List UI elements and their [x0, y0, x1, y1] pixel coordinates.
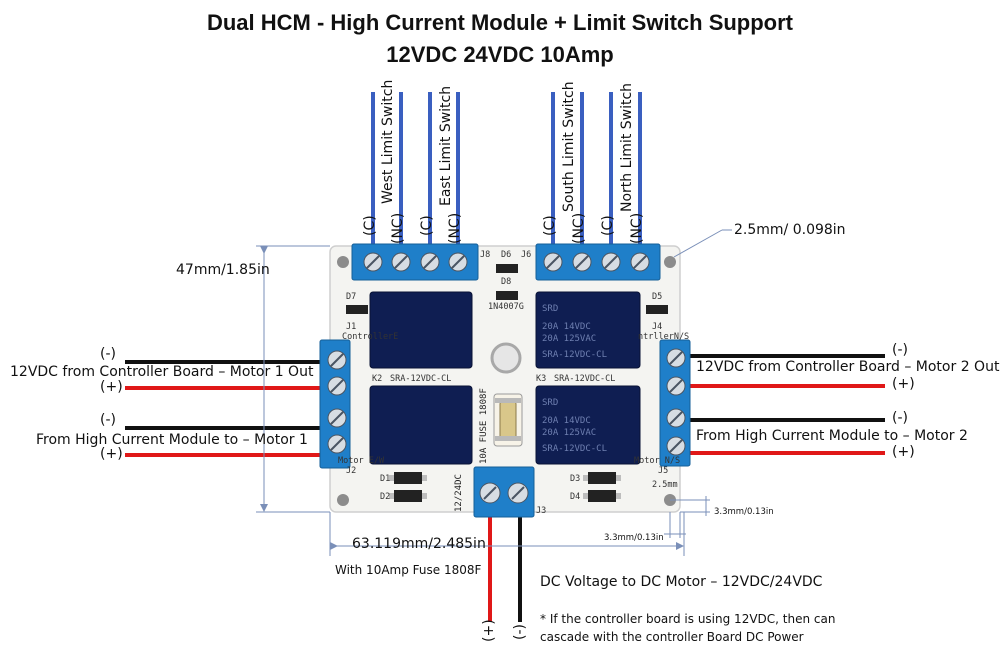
- right-1-pos-label: (+): [892, 376, 915, 392]
- terminal-block-left: [319, 339, 351, 469]
- silk-d6: D6: [501, 250, 512, 260]
- relay-br-brand: SRD: [542, 398, 559, 408]
- silk-j6: J6: [521, 250, 532, 260]
- diode-d5: [646, 305, 668, 314]
- dim-edge-bottom-label: 3.3mm/0.13in: [604, 533, 664, 543]
- silk-d4: D4: [570, 492, 581, 502]
- note-line-2: cascade with the controller Board DC Pow…: [540, 630, 804, 644]
- silk-d3: D3: [570, 474, 581, 484]
- silk-k3-model: SRA-12VDC-CL: [554, 374, 616, 384]
- diode-d1: [394, 472, 422, 484]
- note-line-1: * If the controller board is using 12VDC…: [540, 612, 836, 626]
- diode-d2: [394, 490, 422, 502]
- left-motor1-out-label: From High Current Module to – Motor 1: [36, 432, 308, 448]
- mount-hole-bl: [337, 494, 349, 506]
- relay-bottom-left: [369, 385, 473, 465]
- silk-k3: K3: [536, 374, 547, 384]
- dim-height-label: 47mm/1.85in: [176, 262, 270, 278]
- right-motor2-in-label: 12VDC from Controller Board – Motor 2 Ou…: [696, 359, 1000, 375]
- dim-hole-leader: [673, 229, 723, 258]
- left-1-pos-label: (+): [100, 379, 123, 395]
- left-motor1-in-label: 12VDC from Controller Board – Motor 1 Ou…: [10, 364, 314, 380]
- title-line-2: 12VDC 24VDC 10Amp: [386, 42, 614, 67]
- bottom-neg-label: (-): [512, 624, 528, 640]
- silk-j8: J8: [480, 250, 491, 260]
- silk-controller-ns: ntrllerN/S: [638, 332, 690, 342]
- silk-d7: D7: [346, 292, 357, 302]
- west-limit-switch-label: West Limit Switch: [380, 79, 396, 204]
- bottom-pos-label: (+): [481, 619, 497, 642]
- diode-d4: [588, 490, 616, 502]
- mount-hole-tl: [337, 256, 349, 268]
- silk-fuse: 10A FUSE 1808F: [479, 388, 489, 464]
- left-2-neg-label: (-): [100, 412, 116, 428]
- diode-d7: [346, 305, 368, 314]
- dc-voltage-label: DC Voltage to DC Motor – 12VDC/24VDC: [540, 574, 823, 590]
- silk-j5: J5: [658, 466, 669, 476]
- silk-d8: D8: [501, 277, 512, 287]
- relay-bottom-right: [535, 385, 641, 465]
- silk-d2: D2: [380, 492, 391, 502]
- east-c-label: (C): [419, 215, 435, 236]
- silk-k2-model: SRA-12VDC-CL: [390, 374, 452, 384]
- silk-motor-ew: Motor E/W: [338, 456, 385, 466]
- relay-br-spec2: 20A 125VAC: [542, 428, 597, 438]
- east-nc-label: (NC): [447, 212, 463, 244]
- north-limit-switch-label: North Limit Switch: [619, 82, 635, 212]
- diode-d3: [588, 472, 616, 484]
- terminal-block-right: [659, 339, 691, 467]
- right-2-neg-label: (-): [892, 410, 908, 426]
- south-limit-switch-label: South Limit Switch: [561, 81, 577, 212]
- silk-d1: D1: [380, 474, 391, 484]
- center-hole: [490, 342, 522, 374]
- terminal-block-top-left: [351, 243, 479, 281]
- diode-d8: [496, 291, 518, 300]
- relay-br-model: SRA-12VDC-CL: [542, 444, 608, 454]
- relay-top-right: [535, 291, 641, 369]
- south-nc-label: (NC): [571, 212, 587, 244]
- west-nc-label: (NC): [390, 212, 406, 244]
- north-c-label: (C): [600, 215, 616, 236]
- relay-tr-brand: SRD: [542, 304, 559, 314]
- dim-hole-label: 2.5mm/ 0.098in: [734, 222, 846, 238]
- left-2-pos-label: (+): [100, 446, 123, 462]
- silk-j2: J2: [346, 466, 357, 476]
- fuse: [499, 401, 517, 439]
- silk-voltage: 12/24DC: [454, 474, 464, 512]
- relay-top-left: [369, 291, 473, 369]
- terminal-block-power: [473, 466, 535, 518]
- silk-k2: K2: [372, 374, 383, 384]
- relay-br-spec1: 20A 14VDC: [542, 416, 591, 426]
- relay-tr-model: SRA-12VDC-CL: [542, 350, 608, 360]
- right-1-neg-label: (-): [892, 342, 908, 358]
- diode-d6: [496, 264, 518, 273]
- silk-j4: J4: [652, 322, 663, 332]
- silk-j1: J1: [346, 322, 357, 332]
- terminal-block-top-right: [535, 243, 661, 281]
- dim-edge-right-label: 3.3mm/0.13in: [714, 507, 774, 517]
- silk-controller-ew: ControllerE: [342, 332, 399, 342]
- west-c-label: (C): [362, 215, 378, 236]
- relay-tr-spec1: 20A 14VDC: [542, 322, 591, 332]
- silk-corner-dim: 2.5mm: [652, 480, 678, 490]
- dim-width-label: 63.119mm/2.485in: [352, 536, 486, 552]
- north-nc-label: (NC): [629, 212, 645, 244]
- silk-diode-center: 1N4007G: [488, 302, 524, 312]
- silk-j3: J3: [536, 506, 547, 516]
- title-line-1: Dual HCM - High Current Module + Limit S…: [206, 10, 794, 35]
- south-c-label: (C): [542, 215, 558, 236]
- silk-d5: D5: [652, 292, 663, 302]
- right-2-pos-label: (+): [892, 444, 915, 460]
- right-motor2-out-label: From High Current Module to – Motor 2: [696, 428, 968, 444]
- left-1-neg-label: (-): [100, 346, 116, 362]
- mount-hole-tr: [664, 256, 676, 268]
- relay-tr-spec2: 20A 125VAC: [542, 334, 597, 344]
- east-limit-switch-label: East Limit Switch: [438, 85, 454, 206]
- fuse-note-label: With 10Amp Fuse 1808F: [335, 563, 482, 577]
- silk-motor-ns: Motor N/S: [634, 456, 681, 466]
